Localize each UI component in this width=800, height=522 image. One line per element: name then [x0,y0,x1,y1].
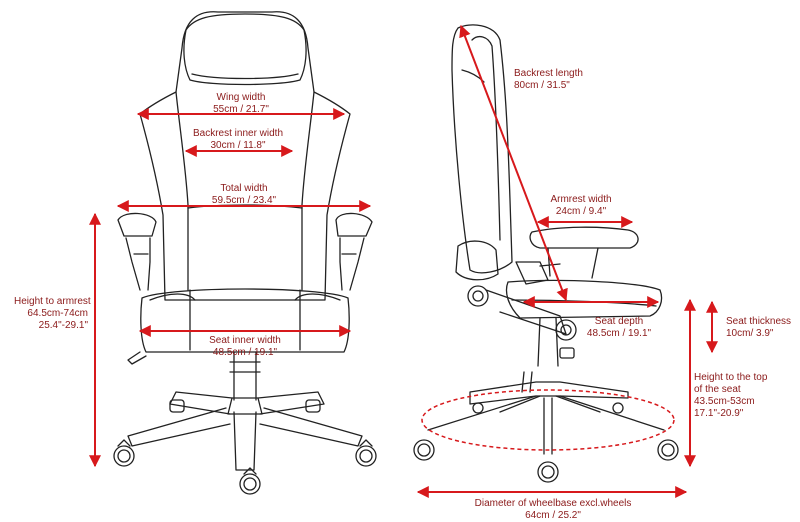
wheelbase-diameter-label: Diameter of wheelbase excl.wheels 64cm /… [475,498,632,522]
wheelbase-diameter-value: 64cm / 25.2" [525,510,581,521]
side-measure-arrows [416,24,718,498]
total-width-value: 59.5cm / 23.4" [211,195,277,206]
height-to-seat-value-in: 17.1"-20.9" [694,408,744,419]
backrest-length-value: 80cm / 31.5" [514,80,570,91]
seat-inner-width-title: Seat inner width [209,335,281,346]
side-chair-drawing [413,24,679,483]
wheelbase-diameter-title: Diameter of wheelbase excl.wheels [474,498,632,509]
height-to-seat-line1: Height to the top [694,372,768,383]
armrest-width-title: Armrest width [550,194,612,205]
height-to-seat-label: Height to the top of the seat 43.5cm-53c… [694,372,767,420]
backrest-length-title: Backrest length [514,68,583,79]
backrest-inner-width-value: 30cm / 11.8" [210,140,266,151]
backrest-length-arrow [459,24,568,302]
backrest-inner-width-title: Backrest inner width [192,128,284,139]
seat-depth-label: Seat depth 48.5cm / 19.1" [587,316,651,340]
wing-width-title: Wing width [216,92,266,103]
backrest-length-label: Backrest length 80cm / 31.5" [514,68,583,92]
armrest-width-label: Armrest width 24cm / 9.4" [550,194,611,218]
armrest-width-value: 24cm / 9.4" [555,206,607,217]
height-to-armrest-value-in: 25.4"-29.1" [38,320,88,331]
seat-thickness-value: 10cm/ 3.9" [726,328,774,339]
front-measure-arrows [89,108,372,468]
wing-width-label: Wing width 55cm / 21.7" [213,92,269,116]
height-to-armrest-value-cm: 64.5cm-74cm [27,308,88,319]
total-width-label: Total width 59.5cm / 23.4" [212,183,276,207]
seat-inner-width-label: Seat inner width 48.5cm / 19.1" [209,335,281,359]
height-to-armrest-values: 64.5cm-74cm 25.4"-29.1" [10,308,88,332]
wheelbase-ellipse [421,389,675,451]
seat-depth-title: Seat depth [594,316,644,327]
seat-depth-value: 48.5cm / 19.1" [586,328,652,339]
seat-thickness-title: Seat thickness [726,316,792,327]
height-to-seat-value-cm: 43.5cm-53cm [694,396,755,407]
seat-inner-width-value: 48.5cm / 19.1" [212,347,278,358]
front-chair-drawing [113,11,377,495]
total-width-title: Total width [220,183,268,194]
backrest-inner-width-label: Backrest inner width 30cm / 11.8" [193,128,283,152]
seat-thickness-label: Seat thickness 10cm/ 3.9" [726,316,791,340]
wing-width-value: 55cm / 21.7" [213,104,269,115]
height-to-armrest-title: Height to armrest [14,296,91,307]
height-to-seat-line2: of the seat [694,384,741,395]
